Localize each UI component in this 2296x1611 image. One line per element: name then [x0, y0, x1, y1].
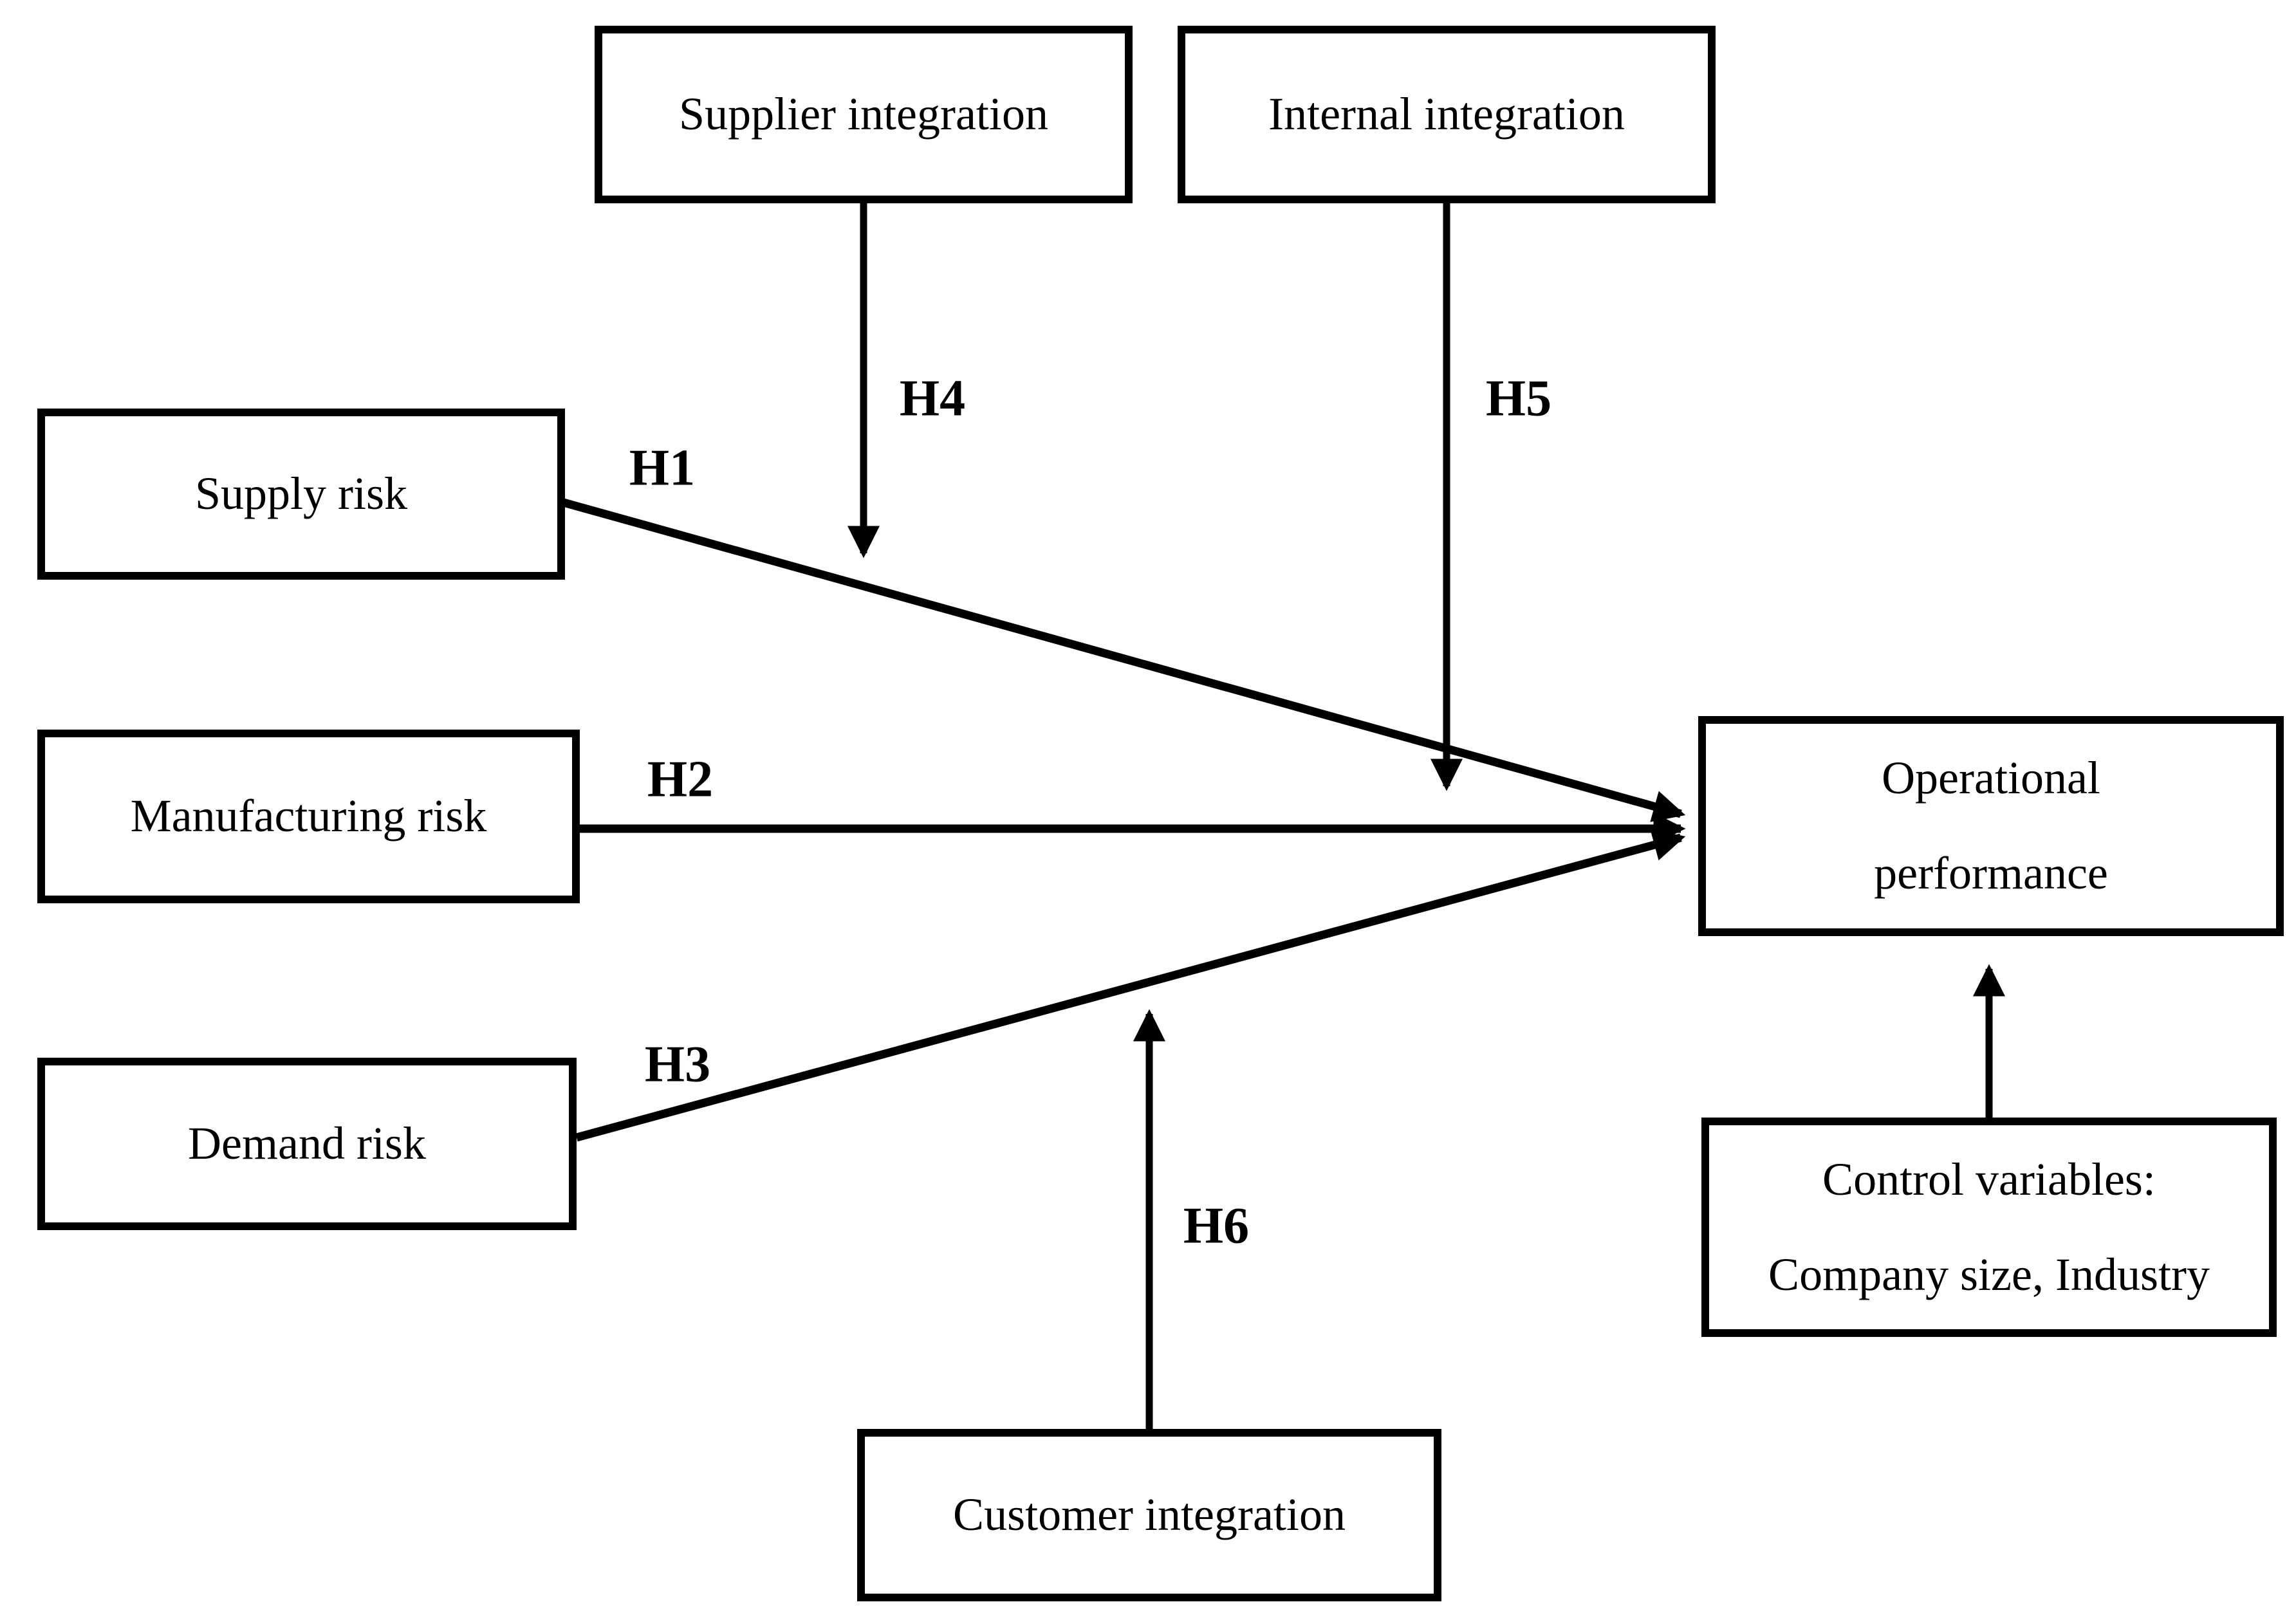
h3-arrow	[575, 829, 1686, 1142]
operational-performance-label-line2: performance	[1874, 847, 2108, 899]
operational-performance-box: Operational performance	[1698, 716, 2284, 936]
customer-integration-label: Customer integration	[953, 1489, 1346, 1541]
control-variables-box: Control variables: Company size, Industr…	[1701, 1118, 2277, 1337]
h4-label: H4	[899, 370, 966, 427]
demand-risk-label: Demand risk	[188, 1118, 426, 1170]
control-variables-label-line1: Control variables:	[1822, 1153, 2156, 1205]
h1-label: H1	[629, 439, 696, 497]
internal-integration-box: Internal integration	[1178, 26, 1716, 203]
h6-label: H6	[1183, 1197, 1250, 1255]
control-variables-label-line2: Company size, Industry	[1768, 1248, 2210, 1300]
supply-risk-box: Supply risk	[37, 409, 565, 580]
h1-arrow	[560, 497, 1686, 822]
manufacturing-risk-label: Manufacturing risk	[130, 790, 487, 842]
customer-integration-box: Customer integration	[857, 1429, 1441, 1601]
supplier-integration-label: Supplier integration	[679, 88, 1048, 140]
operational-performance-label-line1: Operational	[1882, 752, 2100, 804]
h3-label: H3	[644, 1036, 711, 1093]
demand-risk-box: Demand risk	[37, 1058, 577, 1230]
manufacturing-risk-box: Manufacturing risk	[37, 730, 580, 903]
h2-label: H2	[647, 751, 714, 808]
h5-label: H5	[1485, 370, 1552, 427]
internal-integration-label: Internal integration	[1268, 88, 1625, 140]
supply-risk-label: Supply risk	[194, 468, 408, 520]
supplier-integration-box: Supplier integration	[595, 26, 1133, 203]
